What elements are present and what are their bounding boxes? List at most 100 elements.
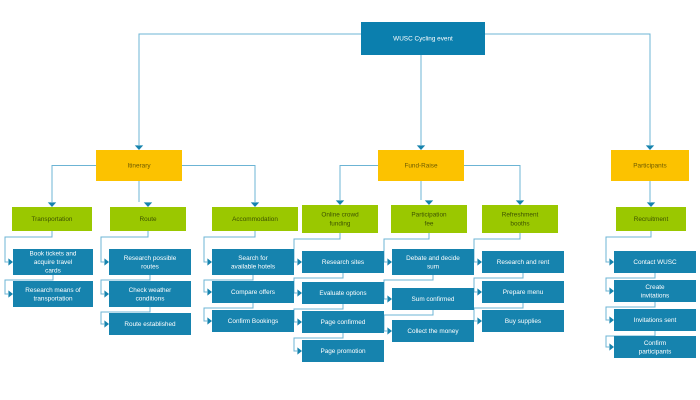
node-task-page-confirmed-box[interactable]: [302, 311, 384, 333]
node-group-online-crowd-funding-box[interactable]: [302, 205, 378, 233]
node-root-wusc-cycling-event[interactable]: WUSC Cycling event: [361, 22, 485, 55]
node-branch-itinerary[interactable]: Itinerary: [96, 150, 182, 181]
node-group-accommodation-box[interactable]: [212, 207, 298, 231]
node-group-recruitment[interactable]: Recruitment: [616, 207, 686, 231]
connector-root-to-itinerary: [138, 33, 361, 145]
node-branch-fund-raise-box[interactable]: [378, 150, 464, 181]
node-task-research-possible-routes-box[interactable]: [109, 249, 191, 275]
node-layer: WUSC Cycling eventItineraryTransportatio…: [12, 22, 696, 362]
arrow-refreshment-booths-to-prepare-menu: [477, 288, 482, 296]
node-task-page-promotion-box[interactable]: [302, 340, 384, 362]
arrow-root-to-fund-raise: [416, 145, 426, 150]
node-branch-participants[interactable]: Participants: [611, 150, 689, 181]
node-root-wusc-cycling-event-box[interactable]: [361, 22, 485, 55]
node-task-page-promotion[interactable]: Page promotion: [302, 340, 384, 362]
connector-accommodation-to-compare-offers: [203, 275, 254, 293]
connector-online-crowd-funding-to-page-confirmed: [293, 304, 344, 323]
node-task-debate-and-decide-sum-box[interactable]: [392, 249, 474, 275]
node-task-contact-wusc-box[interactable]: [614, 251, 696, 273]
node-task-confirm-participants-box[interactable]: [614, 336, 696, 358]
connector-recruitment-to-invitations-sent: [605, 302, 656, 321]
node-task-buy-supplies[interactable]: Buy supplies: [482, 310, 564, 332]
node-task-search-for-available-hotels-box[interactable]: [212, 249, 294, 275]
node-group-transportation[interactable]: Transportation: [12, 207, 92, 231]
arrow-participation-fee-to-sum-confirmed: [387, 295, 392, 303]
node-task-invitations-sent[interactable]: Invitations sent: [614, 309, 696, 331]
node-task-collect-the-money[interactable]: Collect the money: [392, 320, 474, 342]
arrow-transportation-to-research-means-of-transportation: [8, 290, 13, 298]
arrow-fund-raise-to-online-crowd-funding: [335, 200, 345, 205]
node-group-transportation-box[interactable]: [12, 207, 92, 231]
node-task-check-weather-conditions-box[interactable]: [109, 281, 191, 307]
node-task-create-invitations-box[interactable]: [614, 280, 696, 302]
connector-online-crowd-funding-to-evaluate-options: [293, 273, 344, 294]
node-task-confirm-bookings-box[interactable]: [212, 310, 294, 332]
arrow-itinerary-to-transportation: [47, 202, 57, 207]
connector-route-to-route-established: [100, 307, 151, 325]
arrow-accommodation-to-confirm-bookings: [207, 317, 212, 325]
node-group-route-box[interactable]: [110, 207, 186, 231]
node-task-buy-supplies-box[interactable]: [482, 310, 564, 332]
node-task-research-sites-box[interactable]: [302, 251, 384, 273]
node-group-accommodation[interactable]: Accommodation: [212, 207, 298, 231]
node-task-evaluate-options-box[interactable]: [302, 282, 384, 304]
node-task-invitations-sent-box[interactable]: [614, 309, 696, 331]
node-task-sum-confirmed-box[interactable]: [392, 288, 474, 310]
node-task-prepare-menu[interactable]: Prepare menu: [482, 281, 564, 303]
arrow-accommodation-to-search-for-available-hotels: [207, 258, 212, 266]
connector-itinerary-to-accommodation: [182, 165, 256, 202]
node-task-research-and-rent-box[interactable]: [482, 251, 564, 273]
arrow-route-to-check-weather-conditions: [104, 290, 109, 298]
node-branch-fund-raise[interactable]: Fund-Raise: [378, 150, 464, 181]
connector-recruitment-to-create-invitations: [605, 273, 656, 292]
node-branch-participants-box[interactable]: [611, 150, 689, 181]
node-group-route[interactable]: Route: [110, 207, 186, 231]
arrow-participation-fee-to-debate-and-decide-sum: [387, 258, 392, 266]
node-task-sum-confirmed[interactable]: Sum confirmed: [392, 288, 474, 310]
arrow-online-crowd-funding-to-page-promotion: [297, 347, 302, 355]
node-task-route-established[interactable]: Route established: [109, 313, 191, 335]
node-task-compare-offers-box[interactable]: [212, 281, 294, 303]
arrow-recruitment-to-contact-wusc: [609, 258, 614, 266]
node-branch-itinerary-box[interactable]: [96, 150, 182, 181]
connector-participation-fee-to-sum-confirmed: [383, 275, 434, 300]
node-task-book-tickets-and-acquire-travel-cards-box[interactable]: [13, 249, 93, 275]
arrow-itinerary-to-accommodation: [250, 202, 260, 207]
node-task-prepare-menu-box[interactable]: [482, 281, 564, 303]
node-group-refreshment-booths-box[interactable]: [482, 205, 558, 233]
arrow-participation-fee-to-collect-the-money: [387, 327, 392, 335]
arrow-root-to-participants: [645, 145, 655, 150]
node-task-contact-wusc[interactable]: Contact WUSC: [614, 251, 696, 273]
connector-itinerary-to-transportation: [51, 165, 96, 202]
node-task-route-established-box[interactable]: [109, 313, 191, 335]
arrow-route-to-research-possible-routes: [104, 258, 109, 266]
node-task-research-sites[interactable]: Research sites: [302, 251, 384, 273]
connector-layer: [4, 33, 656, 355]
node-task-collect-the-money-box[interactable]: [392, 320, 474, 342]
node-task-evaluate-options[interactable]: Evaluate options: [302, 282, 384, 304]
arrow-itinerary-to-route: [143, 202, 153, 207]
node-task-research-means-of-transportation-box[interactable]: [13, 281, 93, 307]
node-task-research-and-rent[interactable]: Research and rent: [482, 251, 564, 273]
node-group-participation-fee-box[interactable]: [391, 205, 467, 233]
node-group-recruitment-box[interactable]: [616, 207, 686, 231]
node-task-page-confirmed[interactable]: Page confirmed: [302, 311, 384, 333]
connector-refreshment-booths-to-research-and-rent: [473, 233, 521, 263]
node-task-compare-offers[interactable]: Compare offers: [212, 281, 294, 303]
node-task-confirm-bookings[interactable]: Confirm Bookings: [212, 310, 294, 332]
arrow-recruitment-to-create-invitations: [609, 287, 614, 295]
arrow-transportation-to-book-tickets-and-acquire-travel-cards: [8, 258, 13, 266]
arrow-online-crowd-funding-to-research-sites: [297, 258, 302, 266]
